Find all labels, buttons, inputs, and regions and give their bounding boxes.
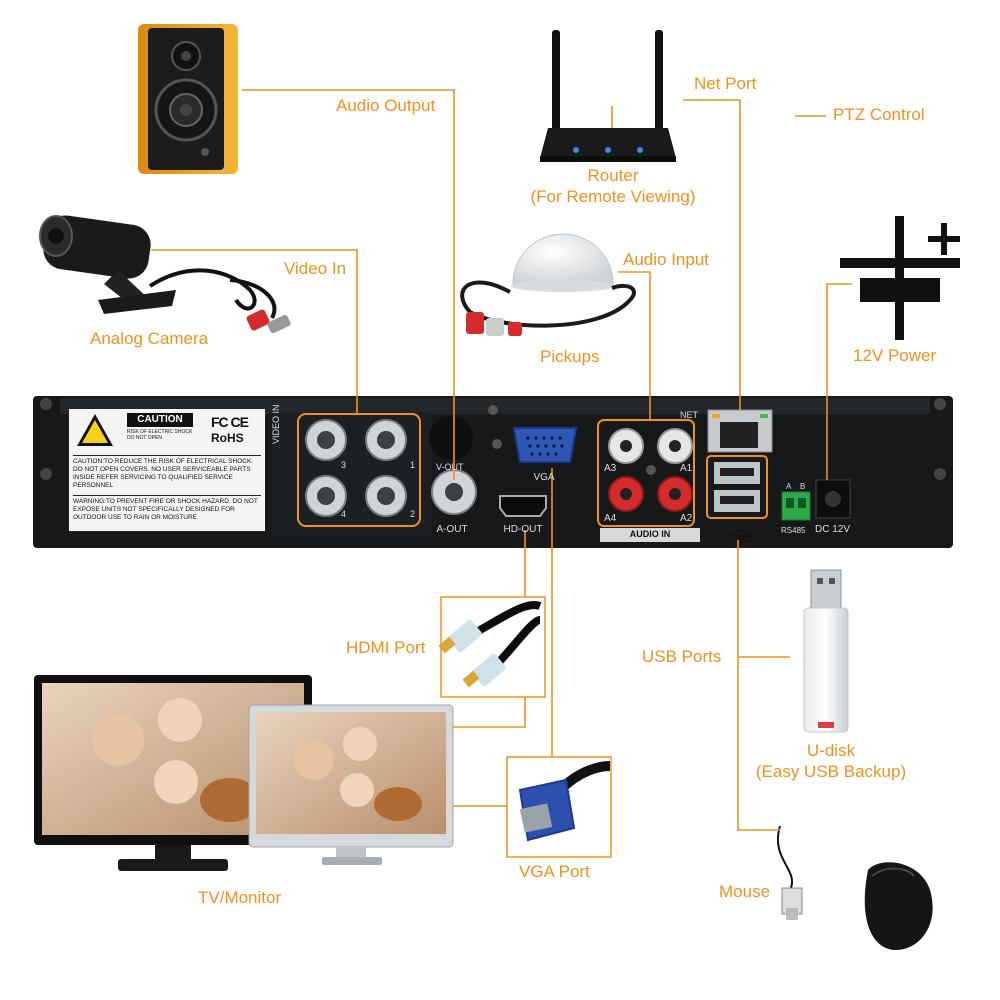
panel-ch3: 3	[341, 460, 347, 470]
pc-monitor-icon	[248, 704, 454, 865]
line-audio-input	[618, 271, 651, 420]
label-pickups: Pickups	[540, 347, 600, 366]
line-net-port	[683, 99, 741, 410]
panel-a-out: A-OUT	[436, 524, 468, 535]
panel-audio-in: AUDIO IN	[629, 529, 671, 539]
panel-rs485-b: B	[800, 482, 806, 491]
label-audio-input: Audio Input	[623, 250, 710, 269]
panel-dc12v: DC 12V	[815, 524, 851, 535]
panel-a1: A1	[680, 463, 693, 474]
line-audio-output	[242, 89, 455, 480]
label-tv-monitor: TV/Monitor	[198, 888, 282, 907]
panel-v-out: V-OUT	[436, 462, 464, 472]
hdmi-cable-icon	[438, 596, 546, 698]
dc-power-symbol-icon	[840, 216, 960, 340]
panel-ch2: 2	[410, 509, 416, 519]
caution-subtitle: RISK OF ELECTRIC SHOCK DO NOT OPEN	[127, 429, 193, 441]
panel-ch4: 4	[341, 509, 347, 519]
warning-text: WARNING:TO PREVENT FIRE OR SHOCK HAZARD.…	[73, 495, 261, 530]
panel-video-in-label: VIDEO IN	[271, 404, 281, 444]
analog-camera-icon	[39, 215, 291, 334]
panel-a4: A4	[604, 513, 617, 524]
panel-net: NET	[680, 410, 698, 420]
panel-a2: A2	[680, 513, 693, 524]
line-hdmi-lower	[453, 697, 526, 728]
panel-rs485: RS485	[781, 526, 806, 535]
vga-cable-icon	[506, 756, 612, 858]
label-video-in: Video In	[284, 259, 347, 278]
caution-sticker: CAUTION RISK OF ELECTRIC SHOCK DO NOT OP…	[68, 408, 266, 532]
label-audio-output: Audio Output	[336, 96, 436, 115]
mouse-icon	[777, 825, 933, 950]
speaker-icon	[138, 24, 238, 174]
panel-a3: A3	[604, 463, 617, 474]
panel-ch1: 1	[410, 460, 416, 470]
label-udisk-sub: (Easy USB Backup)	[755, 762, 907, 781]
caution-title: CAUTION	[127, 413, 193, 427]
caution-text: CAUTION:TO REDUCE THE RISK OF ELECTRICAL…	[73, 455, 261, 492]
label-router: Router	[587, 166, 639, 185]
panel-hd-out: HD-OUT	[503, 524, 543, 535]
warning-triangle-fill	[82, 420, 108, 443]
panel-vga: VGA	[533, 472, 555, 483]
label-hdmi-port: HDMI Port	[346, 638, 426, 657]
line-video-in	[151, 249, 358, 414]
label-analog-camera: Analog Camera	[90, 329, 209, 348]
label-net-port: Net Port	[694, 74, 757, 93]
pickup-microphone-icon	[460, 233, 636, 336]
label-usb-ports: USB Ports	[642, 647, 722, 666]
line-usb-mouse	[737, 540, 780, 831]
connector-lines	[151, 89, 852, 831]
router-icon	[540, 30, 676, 162]
panel-rs485-a: A	[786, 482, 792, 491]
label-router-sub: (For Remote Viewing)	[530, 187, 696, 206]
line-power	[826, 283, 852, 480]
label-udisk: U-disk	[806, 741, 856, 760]
label-ptz-control: PTZ Control	[833, 105, 925, 124]
fcc-ce-mark: FC CE	[211, 414, 249, 430]
label-12v-power: 12V Power	[853, 346, 937, 365]
usb-flash-drive-icon	[803, 569, 849, 733]
label-vga-port: VGA Port	[519, 862, 590, 881]
label-mouse: Mouse	[719, 882, 771, 901]
rohs-mark: RoHS	[211, 431, 244, 445]
